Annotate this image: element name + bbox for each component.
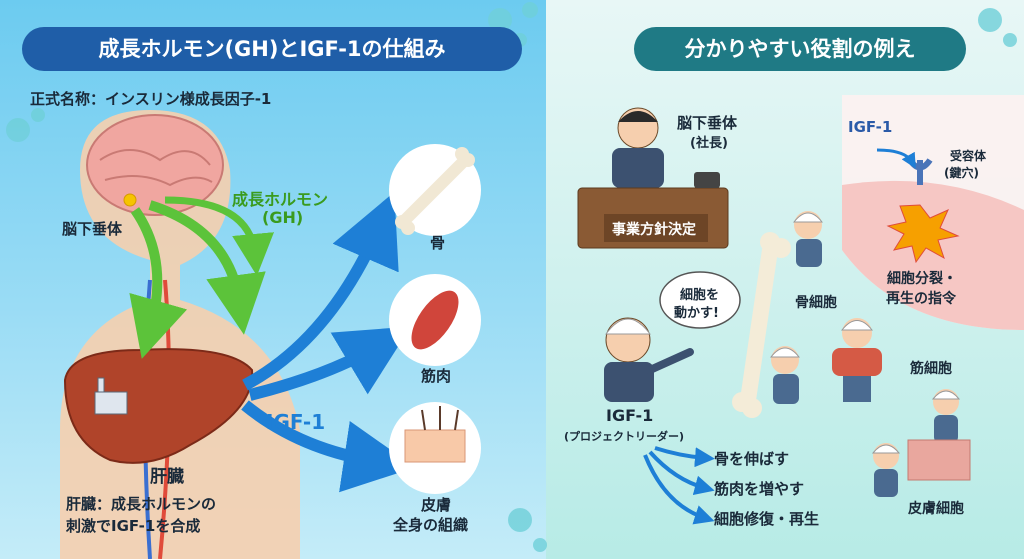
- igf-arrow-skin: [241, 400, 416, 493]
- right-title: 分かりやすい役割の例え: [634, 27, 966, 71]
- skin-icon: [404, 429, 466, 463]
- igf-to-receptor-arrow: [876, 148, 916, 169]
- telephone-icon: [694, 172, 720, 188]
- target-tissue-label: 全身の組織: [393, 516, 469, 534]
- desk-sign-plate: [604, 214, 708, 242]
- worker-skin-2: [871, 443, 901, 497]
- bone-icon: [399, 154, 471, 226]
- leader-label: IGF-1: [606, 406, 654, 425]
- liver-caption-line1: 肝臓：成長ホルモンの: [66, 495, 217, 513]
- speech-line1: 細胞を: [680, 288, 720, 303]
- action-arrow-1: [654, 446, 715, 468]
- skin-cell-label: 皮膚細胞: [908, 501, 964, 517]
- liver-label: 肝臓: [150, 467, 184, 487]
- pituitary-label: 脳下垂体: [62, 220, 123, 238]
- muscle-cell-label: 筋細胞: [910, 361, 952, 377]
- action-item-2: 筋肉を増やす: [714, 480, 805, 498]
- brick-wall: [907, 439, 971, 481]
- gh-arrow-1: [129, 207, 188, 359]
- target-bone-label: 骨: [430, 234, 446, 252]
- gh-label-line1: 成長ホルモン: [232, 190, 329, 209]
- pituitary-dot: [123, 193, 137, 207]
- worker-skin-1: [931, 389, 961, 443]
- formal-name: 正式名称：インスリン様成長因子-1: [30, 90, 272, 108]
- receptor-keyhole: (鍵穴): [944, 166, 979, 180]
- worker-bone-top: [792, 211, 824, 267]
- explosion-icon: [886, 204, 960, 264]
- signal-line2: 再生の指令: [886, 291, 956, 307]
- igf-arrow-muscle: [248, 326, 411, 401]
- president-label: 脳下垂体: [677, 114, 738, 132]
- left-title: 成長ホルモン(GH)とIGF-1の仕組み: [22, 27, 522, 71]
- muscle-icon: [411, 290, 459, 350]
- gh-arrow-2: [148, 200, 266, 335]
- leader-role: (プロジェクトリーダー): [564, 430, 685, 443]
- target-muscle-label: 筋肉: [421, 367, 452, 385]
- action-arrow-3: [643, 454, 715, 525]
- receptor-igf-label: IGF-1: [848, 118, 893, 136]
- signal-line1: 細胞分裂・: [887, 271, 957, 287]
- gh-label-line2: (GH): [262, 208, 304, 227]
- speech-line2: 動かす!: [674, 306, 719, 321]
- igf-arrow-bone: [242, 191, 399, 391]
- factory-icon: [94, 391, 128, 415]
- action-item-3: 細胞修復・再生: [714, 510, 820, 528]
- desk-sign: 事業方針決定: [612, 222, 696, 238]
- receptor-label: 受容体: [950, 149, 987, 163]
- president-body: [612, 148, 664, 188]
- molecule-decoration: [6, 2, 1017, 552]
- action-item-1: 骨を伸ばす: [714, 450, 790, 468]
- worker-bone-bottom: [769, 346, 801, 404]
- action-arrow-2: [648, 450, 715, 496]
- gh-arrow-3: [164, 196, 274, 276]
- big-bone: [740, 242, 778, 408]
- igf-label: IGF-1: [266, 410, 326, 434]
- bone-cell-label: 骨細胞: [795, 295, 837, 311]
- target-skin-label: 皮膚: [421, 496, 452, 514]
- president-role: (社長): [690, 136, 728, 151]
- brain: [86, 114, 224, 216]
- worker-muscle: [832, 318, 882, 402]
- liver-caption-line2: 刺激でIGF-1を合成: [66, 517, 201, 535]
- leader-body: [604, 362, 654, 402]
- leader-pointing-arm: [646, 348, 694, 374]
- speech-bubble: [659, 271, 741, 329]
